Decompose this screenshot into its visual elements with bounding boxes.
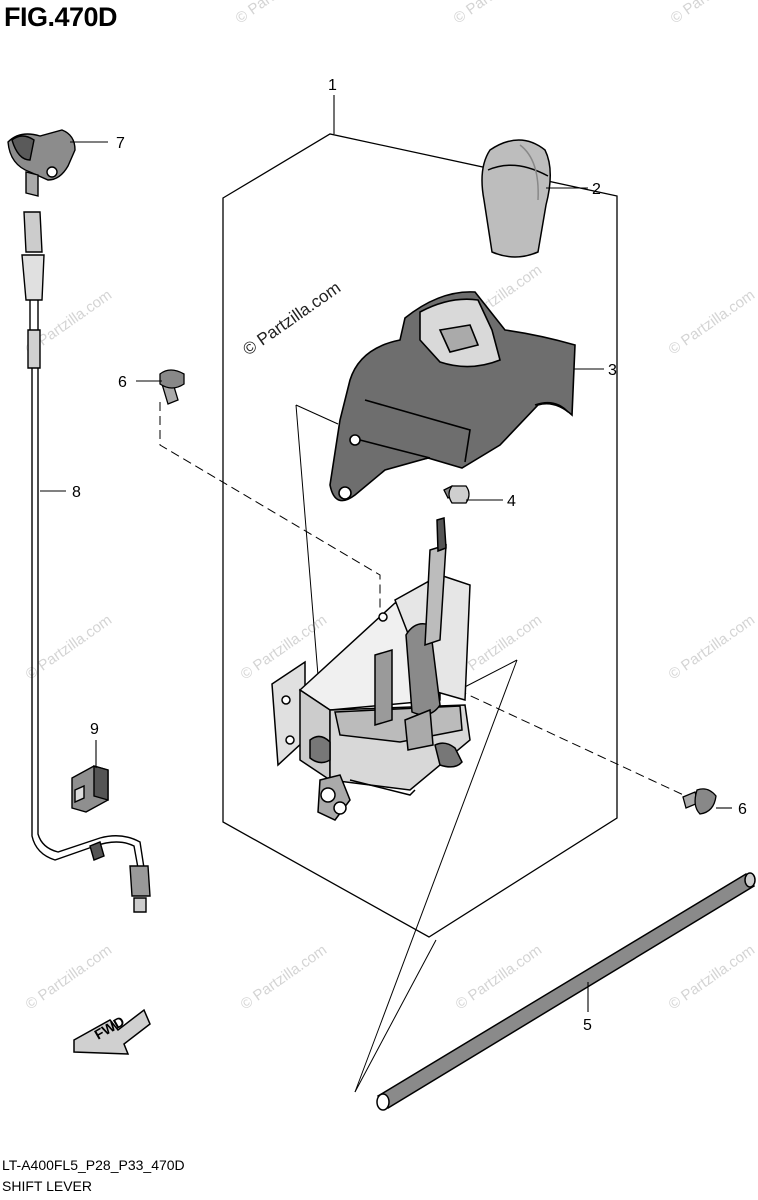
callout-6-lower: 6 bbox=[738, 801, 747, 818]
watermark-text: © Partzilla.com bbox=[668, 0, 758, 27]
shift-cover bbox=[329, 291, 576, 502]
shift-lever-assembly bbox=[271, 517, 471, 821]
callout-1: 1 bbox=[328, 77, 337, 94]
watermark-text: © Partzilla.com bbox=[233, 0, 326, 27]
watermark-text: © Partzilla.com bbox=[666, 611, 758, 683]
cable-fitting bbox=[7, 129, 76, 197]
watermark-text: © Partzilla.com bbox=[453, 941, 546, 1013]
figure-title: FIG.470D bbox=[4, 2, 118, 32]
watermark-text: © Partzilla.com bbox=[238, 941, 331, 1013]
flange-bolt-upper bbox=[159, 369, 185, 405]
watermark-text: © Partzilla.com bbox=[239, 278, 344, 359]
callout-4: 4 bbox=[507, 493, 516, 510]
shift-rod bbox=[376, 872, 756, 1111]
cable-clamp bbox=[71, 765, 109, 813]
figure-name: SHIFT LEVER bbox=[2, 1178, 92, 1194]
shift-knob bbox=[481, 139, 551, 258]
fwd-arrow-shape bbox=[73, 1008, 151, 1055]
figure-code: LT-A400FL5_P28_P33_470D bbox=[2, 1157, 185, 1173]
small-bolt bbox=[443, 485, 470, 504]
callout-6-upper: 6 bbox=[118, 374, 127, 391]
callout-labels: 1 2 3 4 5 6 6 7 8 9 bbox=[72, 77, 747, 1034]
watermark-layer: © Partzilla.com © Partzilla.com © Partzi… bbox=[23, 0, 758, 1013]
fwd-arrow: FWD bbox=[73, 1008, 151, 1055]
callout-3: 3 bbox=[608, 362, 617, 379]
shift-cable bbox=[21, 211, 151, 913]
watermark-text: © Partzilla.com bbox=[666, 941, 758, 1013]
assembly-outline bbox=[222, 133, 618, 938]
leader-lines bbox=[40, 95, 732, 1012]
watermark-text: © Partzilla.com bbox=[451, 0, 544, 27]
callout-9: 9 bbox=[90, 721, 99, 738]
callout-8: 8 bbox=[72, 484, 81, 501]
callout-5: 5 bbox=[583, 1017, 592, 1034]
watermark-text: © Partzilla.com bbox=[23, 611, 116, 683]
watermark-text: © Partzilla.com bbox=[666, 286, 758, 358]
callout-7: 7 bbox=[116, 135, 125, 152]
watermark-text: © Partzilla.com bbox=[23, 941, 116, 1013]
flange-bolt-lower bbox=[682, 788, 717, 815]
callout-2: 2 bbox=[592, 181, 601, 198]
